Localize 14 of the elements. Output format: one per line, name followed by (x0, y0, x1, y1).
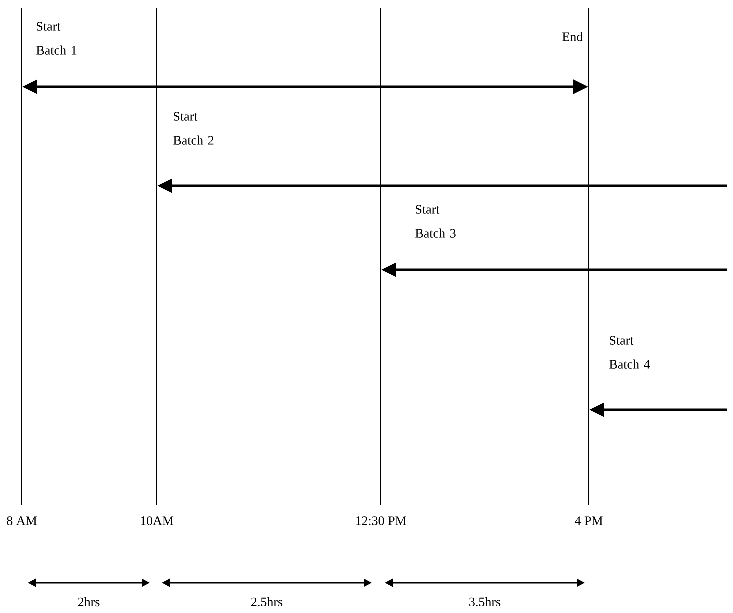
time-line (156, 8, 158, 506)
time-line (588, 8, 590, 506)
time-label: 8 AM (7, 516, 37, 526)
edge-label: Start Batch 1 (36, 22, 77, 55)
time-label: 4 PM (575, 516, 603, 526)
edge-label: Start Batch 2 (174, 112, 214, 145)
edge-label: Start Batch 4 (610, 336, 650, 369)
duration-label: 3.5hrs (470, 597, 501, 607)
duration-label: 2hrs (78, 597, 100, 607)
duration-label: 2.5hrs (252, 597, 283, 607)
time-label: 12:30 PM (356, 516, 406, 526)
time-line (380, 8, 382, 506)
edge-label: Start Batch 3 (416, 205, 456, 238)
time-label: 10AM (141, 516, 174, 526)
